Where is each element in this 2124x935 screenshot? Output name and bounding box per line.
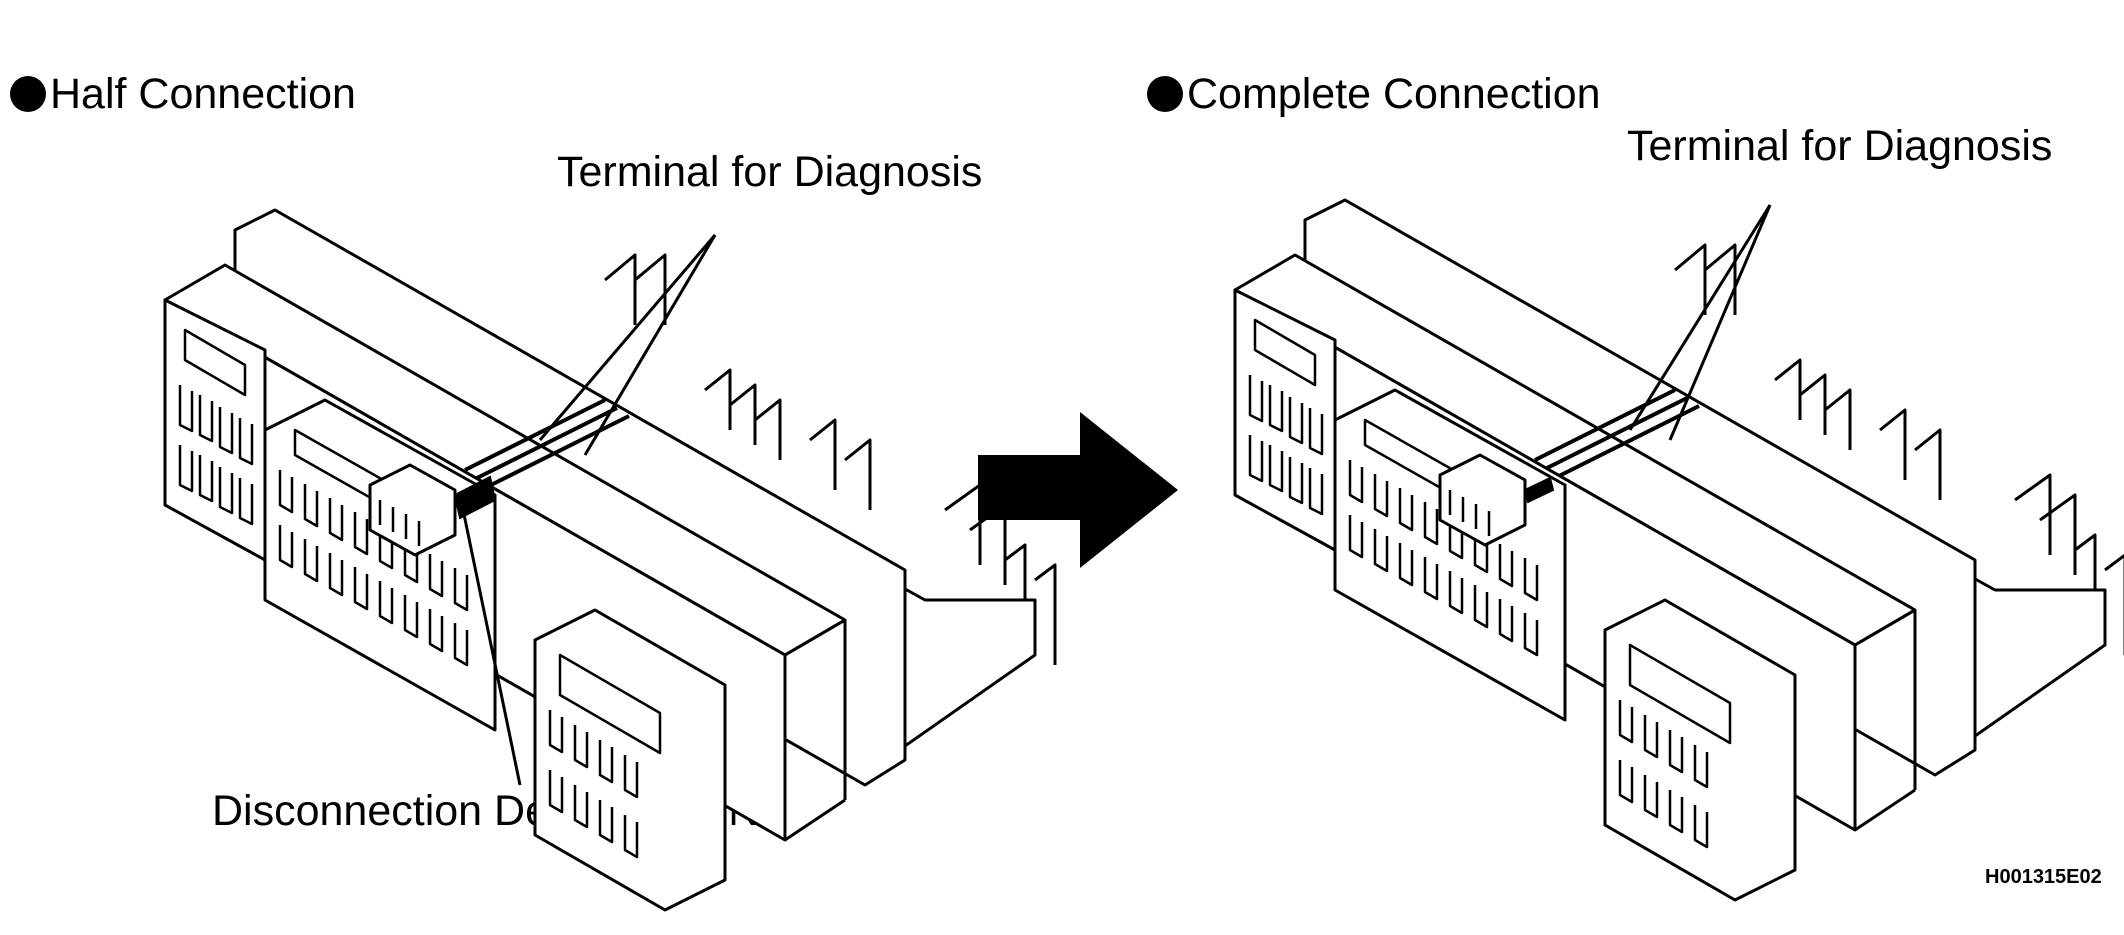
complete-connection-title: Complete Connection	[1187, 70, 1601, 118]
bullet-icon	[1147, 75, 1183, 112]
complete-connection-connector	[1233, 198, 2124, 902]
left-terminal-leaders	[458, 234, 717, 786]
figure-code: H001315E02	[1985, 866, 2102, 888]
right-terminal-leaders	[1628, 204, 1772, 441]
bullet-icon	[10, 75, 46, 112]
complete-connection-heading: Complete Connection	[1147, 70, 1601, 119]
right-terminal-label: Terminal for Diagnosis	[1627, 122, 2053, 170]
half-connection-heading: Half Connection	[10, 70, 356, 119]
half-connection-connector	[163, 208, 1057, 912]
left-terminal-label: Terminal for Diagnosis	[557, 148, 983, 196]
arrow-icon	[978, 412, 1178, 568]
half-connection-title: Half Connection	[50, 70, 356, 118]
